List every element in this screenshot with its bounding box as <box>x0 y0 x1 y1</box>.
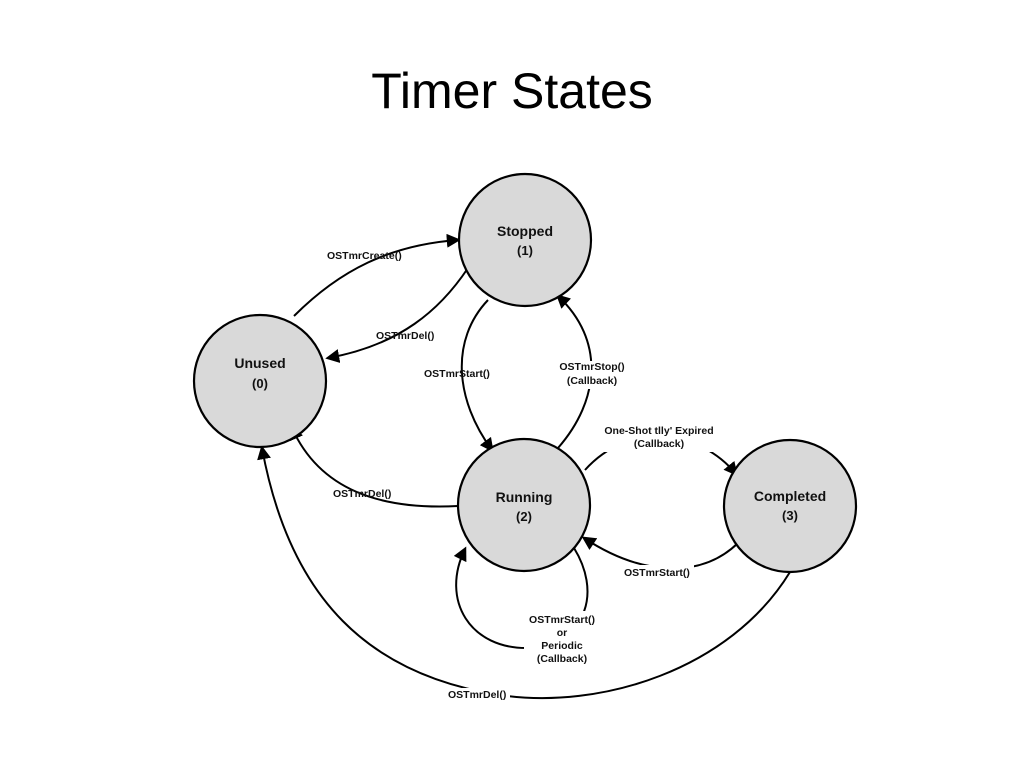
label-periodic-2: or <box>557 627 568 639</box>
state-running-name: Running <box>496 489 553 505</box>
label-del-stopped: OSTmrDel() <box>376 330 434 342</box>
state-running-num: (2) <box>516 509 532 524</box>
label-periodic-1: OSTmrStart() <box>529 614 595 626</box>
label-periodic-3: Periodic <box>541 640 583 652</box>
edge-create <box>293 233 461 317</box>
label-periodic-4: (Callback) <box>537 653 587 665</box>
edge-del-from-stopped <box>325 267 469 363</box>
state-completed-name: Completed <box>754 488 826 504</box>
slide-title: Timer States <box>371 63 653 119</box>
label-stop-2: (Callback) <box>567 375 617 387</box>
label-start-completed: OSTmrStart() <box>624 567 690 579</box>
label-oneshot-1: One-Shot tlly' Expired <box>604 425 713 437</box>
state-unused-name: Unused <box>234 355 285 371</box>
state-completed: Completed (3) <box>722 438 858 574</box>
label-create: OSTmrCreate() <box>327 250 402 262</box>
edge-del-from-running <box>290 425 459 508</box>
label-start-stopped: OSTmrStart() <box>424 368 490 380</box>
state-unused-num: (0) <box>252 376 268 391</box>
state-stopped-num: (1) <box>517 243 533 258</box>
state-stopped: Stopped (1) <box>457 172 593 308</box>
label-del-completed: OSTmrDel() <box>448 689 506 701</box>
state-unused: Unused (0) <box>192 313 328 449</box>
state-completed-num: (3) <box>782 508 798 523</box>
label-del-running: OSTmrDel() <box>333 488 391 500</box>
label-stop-1: OSTmrStop() <box>559 361 624 373</box>
edge-start-from-stopped <box>460 299 494 453</box>
state-stopped-name: Stopped <box>497 223 553 239</box>
edge-start-from-completed <box>581 536 739 570</box>
label-oneshot-2: (Callback) <box>634 438 684 450</box>
state-running: Running (2) <box>456 437 592 573</box>
